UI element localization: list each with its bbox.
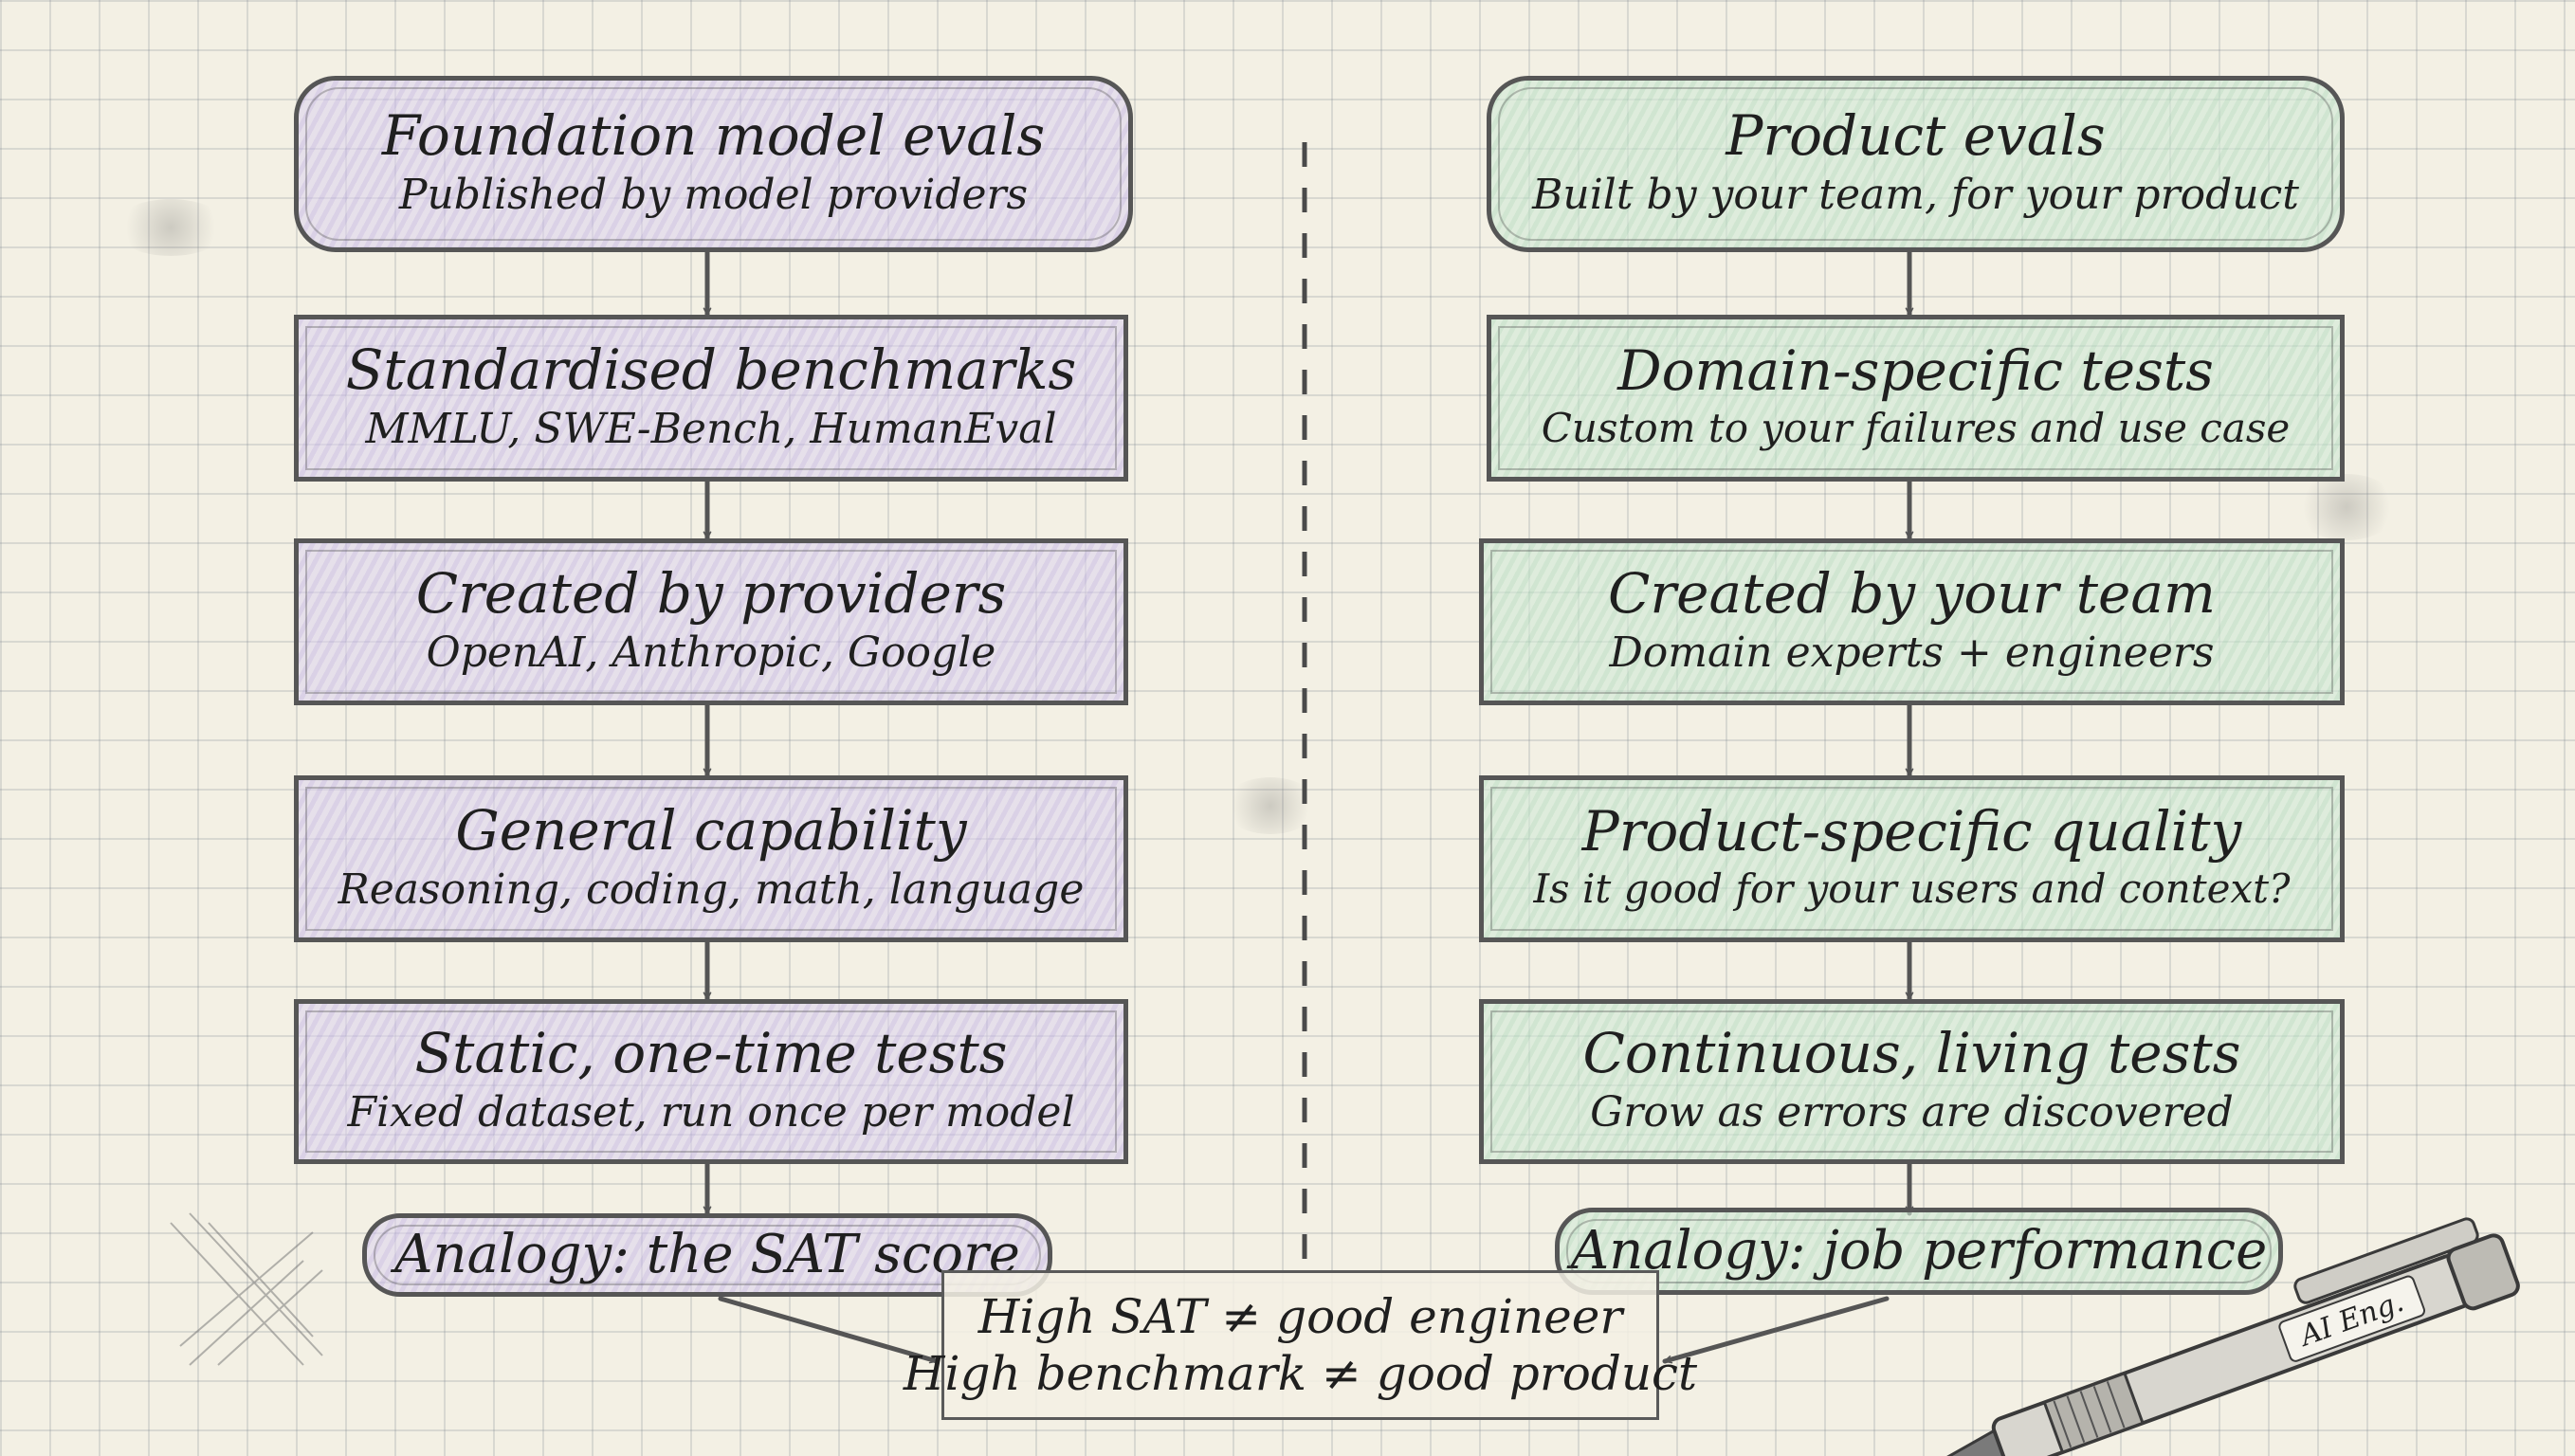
- left-step-3: General capability Reasoning, coding, ma…: [294, 775, 1128, 942]
- hatch-scribble: [170, 1212, 323, 1366]
- left-analogy-text: Analogy: the SAT score: [394, 1223, 1020, 1285]
- right-step-2-title: Created by your team: [1608, 561, 2216, 627]
- conclusion-line-2: High benchmark ≠ good product: [903, 1346, 1698, 1401]
- left-step-1: Standardised benchmarks MMLU, SWE-Bench,…: [294, 315, 1128, 482]
- conclusion-line-1: High SAT ≠ good engineer: [977, 1289, 1623, 1344]
- right-step-4: Continuous, living tests Grow as errors …: [1479, 999, 2345, 1164]
- left-step-2-subtitle: OpenAI, Anthropic, Google: [426, 628, 996, 677]
- left-step-2: Created by providers OpenAI, Anthropic, …: [294, 538, 1128, 705]
- arrow-right-to-conclusion: [1662, 1296, 1890, 1364]
- right-analogy-text: Analogy: job performance: [1570, 1219, 2268, 1282]
- right-step-3-subtitle: Is it good for your users and context?: [1533, 865, 2291, 913]
- left-header-title: Foundation model evals: [381, 103, 1046, 169]
- smudge-mid: [1223, 777, 1318, 834]
- right-step-2: Created by your team Domain experts + en…: [1479, 538, 2345, 705]
- right-header-subtitle: Built by your team, for your product: [1532, 170, 2299, 219]
- left-step-4-title: Static, one-time tests: [414, 1021, 1008, 1086]
- left-step-4: Static, one-time tests Fixed dataset, ru…: [294, 999, 1128, 1164]
- left-step-3-title: General capability: [455, 798, 967, 864]
- right-step-1-title: Domain-specific tests: [1617, 338, 2214, 404]
- right-step-1: Domain-specific tests Custom to your fai…: [1487, 315, 2345, 482]
- right-step-3-title: Product-specific quality: [1581, 799, 2242, 864]
- smudge-top-left: [114, 199, 228, 256]
- left-step-4-subtitle: Fixed dataset, run once per model: [347, 1087, 1075, 1137]
- left-analogy-box: Analogy: the SAT score: [362, 1213, 1052, 1297]
- left-step-1-subtitle: MMLU, SWE-Bench, HumanEval: [365, 404, 1057, 453]
- right-analogy-box: Analogy: job performance: [1555, 1208, 2283, 1295]
- right-step-3: Product-specific quality Is it good for …: [1479, 775, 2345, 942]
- left-step-2-title: Created by providers: [415, 561, 1007, 627]
- left-header-subtitle: Published by model providers: [398, 170, 1029, 219]
- smudge-right: [2294, 474, 2399, 540]
- arrow-left-to-conclusion: [718, 1296, 940, 1364]
- right-header-box: Product evals Built by your team, for yo…: [1487, 76, 2345, 252]
- conclusion-box: High SAT ≠ good engineer High benchmark …: [904, 1270, 1697, 1420]
- pen-icon: AI Eng.: [1892, 1217, 2520, 1456]
- left-header-box: Foundation model evals Published by mode…: [294, 76, 1133, 252]
- right-step-1-subtitle: Custom to your failures and use case: [1541, 405, 2291, 452]
- right-step-4-title: Continuous, living tests: [1582, 1021, 2241, 1086]
- left-step-1-title: Standardised benchmarks: [345, 337, 1077, 403]
- right-step-4-subtitle: Grow as errors are discovered: [1590, 1087, 2234, 1137]
- right-step-2-subtitle: Domain experts + engineers: [1609, 628, 2215, 677]
- left-step-3-subtitle: Reasoning, coding, math, language: [338, 864, 1085, 914]
- right-header-title: Product evals: [1726, 103, 2106, 169]
